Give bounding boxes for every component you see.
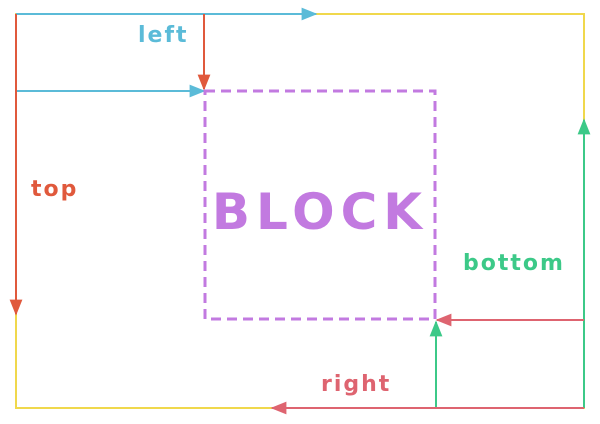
left-label: left [138, 23, 189, 48]
top-label: top [31, 177, 78, 202]
block-label: BLOCK [212, 183, 428, 241]
block-border [203, 89, 437, 321]
bottom-label: bottom [463, 251, 565, 276]
right-label: right [321, 372, 391, 397]
